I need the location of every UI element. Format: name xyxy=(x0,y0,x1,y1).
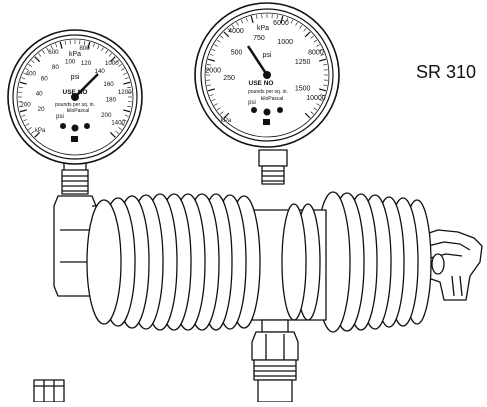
lg-inner-scale-label: 80 xyxy=(52,64,59,71)
lg-outer-scale-label: 600 xyxy=(48,49,59,56)
rg-inner-scale-label: 1250 xyxy=(295,59,311,66)
lg-outer-scale-label: 1400 xyxy=(111,119,125,126)
rg-outer-scale-label: 4000 xyxy=(228,28,244,35)
lg-inner-scale-label: 120 xyxy=(81,60,92,67)
right-gauge-unit-kpa-desc: kiloPascal xyxy=(261,96,284,102)
lg-inner-scale-label: 40 xyxy=(36,90,43,97)
left-gauge-unit-psi: psi xyxy=(56,114,64,120)
inlet-fitting xyxy=(252,320,298,402)
lg-inner-scale-label: 60 xyxy=(41,75,48,82)
lg-outer-scale-label: 400 xyxy=(26,71,37,78)
left-gauge-inner-unit: psi xyxy=(71,74,80,81)
rg-outer-scale-label: 10000 xyxy=(306,95,326,102)
right-gauge-unit-desc: pounds per sq. in. xyxy=(248,89,288,95)
rg-inner-scale-label: 250 xyxy=(223,75,235,82)
rg-inner-scale-label: 1000 xyxy=(277,39,293,46)
model-label: SR 310 xyxy=(416,62,476,83)
lg-outer-scale-label: 200 xyxy=(20,101,31,108)
rg-inner-scale-label: 500 xyxy=(231,50,243,57)
lg-inner-scale-label: 200 xyxy=(101,112,112,119)
right-gauge-unit-psi: psi xyxy=(248,100,256,106)
lg-inner-scale-label: 100 xyxy=(65,58,76,65)
rg-inner-scale-label: 750 xyxy=(253,35,265,42)
heat-fins xyxy=(87,192,431,332)
lg-inner-scale-label: 160 xyxy=(103,81,114,88)
right-gauge-corner-unit: kPa xyxy=(221,118,232,124)
right-pressure-gauge: 2000 4000 6000 8000 10000 250 500 750 1000 1250 15… xyxy=(195,3,339,147)
lg-outer-scale-label: 1000 xyxy=(105,60,119,67)
rg-outer-scale-label: 8000 xyxy=(308,50,324,57)
right-gauge-outer-unit: kPa xyxy=(257,25,269,32)
lg-inner-scale-label: 140 xyxy=(95,68,106,75)
left-gauge-unit-kpa-desc: kiloPascal xyxy=(67,108,90,114)
rg-outer-scale-label: 6000 xyxy=(273,20,289,27)
rg-outer-scale-label: 2000 xyxy=(205,68,221,75)
right-gauge-mark: USE NO xyxy=(249,80,274,87)
left-gauge-corner-unit: kPa xyxy=(35,128,46,134)
left-gauge-outer-unit: kPa xyxy=(69,51,81,58)
lg-inner-scale-label: 20 xyxy=(38,106,45,113)
lg-inner-scale-label: 180 xyxy=(106,97,117,104)
rg-inner-scale-label: 1500 xyxy=(295,86,311,93)
right-gauge-stem xyxy=(259,150,287,184)
right-gauge-inner-unit: psi xyxy=(263,52,272,59)
lg-outer-scale-label: 1200 xyxy=(118,89,132,96)
partial-fitting xyxy=(34,380,64,402)
